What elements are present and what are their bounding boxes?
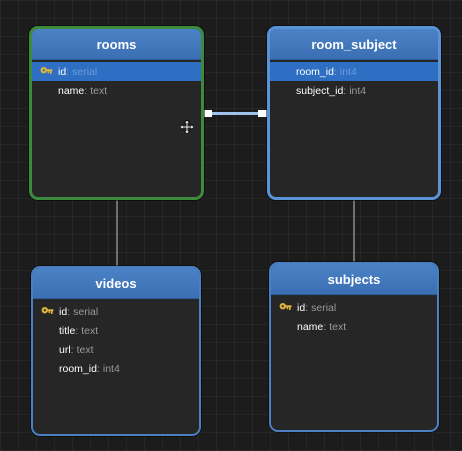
- table-subjects[interactable]: subjects id:serial name:text: [269, 262, 439, 432]
- column-row-subjects-id[interactable]: id:serial: [271, 298, 437, 317]
- column-type: text: [76, 343, 94, 356]
- connector-endpoint-left[interactable]: [203, 110, 212, 117]
- connector-endpoint-right[interactable]: [258, 110, 267, 117]
- key-icon: [41, 307, 54, 314]
- column-name: id: [59, 305, 68, 318]
- column-type: int4: [339, 65, 357, 78]
- column-row-videos-id[interactable]: id:serial: [33, 302, 199, 321]
- column-row-videos-url[interactable]: url:text: [59, 343, 94, 356]
- table-title-room-subject: room_subject: [270, 29, 438, 60]
- column-type: serial: [72, 65, 98, 78]
- column-name: name: [297, 320, 324, 333]
- column-row-room-subject-room-id[interactable]: room_id:int4: [270, 62, 438, 81]
- table-videos[interactable]: videos id:serial title:text url:text roo…: [31, 266, 201, 436]
- table-rooms[interactable]: rooms id:serial name:text: [29, 26, 204, 200]
- column-type: text: [329, 320, 347, 333]
- key-icon: [40, 67, 53, 74]
- column-type: text: [90, 84, 108, 97]
- column-type: serial: [73, 305, 99, 318]
- column-name: room_id: [296, 65, 334, 78]
- key-icon: [279, 303, 292, 310]
- column-name: name: [58, 84, 85, 97]
- table-title-subjects: subjects: [271, 264, 437, 295]
- column-row-videos-title[interactable]: title:text: [59, 324, 99, 337]
- column-name: room_id: [59, 362, 97, 375]
- table-room-subject[interactable]: room_subject room_id:int4 subject_id:int…: [267, 26, 441, 200]
- column-name: title: [59, 324, 76, 337]
- column-row-videos-room-id[interactable]: room_id:int4: [59, 362, 120, 375]
- column-row-rooms-name[interactable]: name:text: [58, 84, 108, 97]
- column-row-rooms-id[interactable]: id:serial: [32, 62, 201, 81]
- column-name: id: [58, 65, 67, 78]
- column-type: int4: [349, 84, 367, 97]
- column-name: subject_id: [296, 84, 344, 97]
- column-type: int4: [102, 362, 120, 375]
- table-title-rooms: rooms: [32, 29, 201, 60]
- column-row-subjects-name[interactable]: name:text: [297, 320, 347, 333]
- column-name: url: [59, 343, 71, 356]
- move-cursor-icon: [180, 120, 194, 134]
- column-type: text: [81, 324, 99, 337]
- column-row-room-subject-subject-id[interactable]: subject_id:int4: [296, 84, 367, 97]
- column-type: serial: [311, 301, 337, 314]
- table-title-videos: videos: [33, 268, 199, 299]
- column-name: id: [297, 301, 306, 314]
